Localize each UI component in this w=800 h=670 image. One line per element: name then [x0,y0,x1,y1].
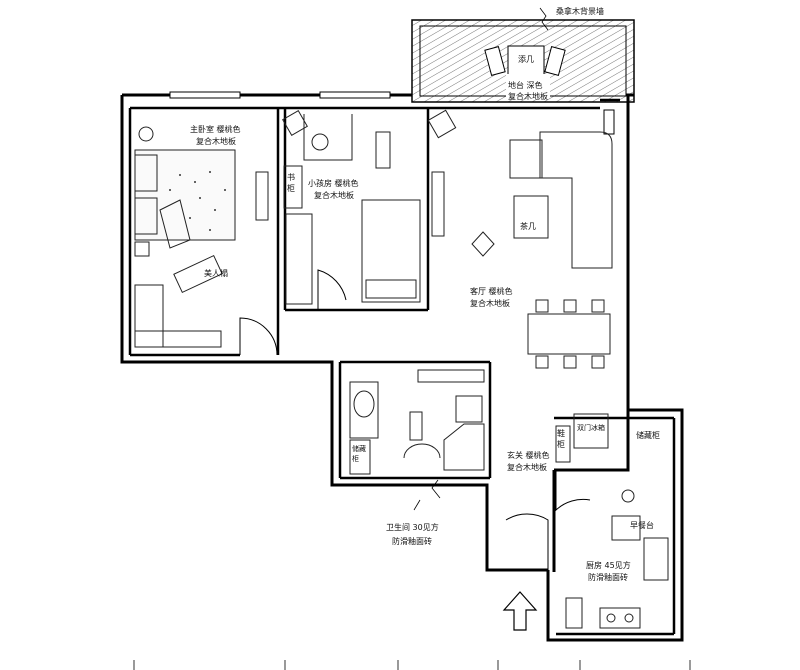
master-bedroom-label-line2: 复合木地板 [196,137,236,146]
living-room-furniture [431,131,613,369]
entrance-furniture [555,413,609,463]
balcony-label-line2: 复合木地板 [508,92,548,101]
master-bedroom-label-line1: 主卧室 樱桃色 [190,125,241,134]
beauty-chair-label: 美人榻 [204,269,228,278]
table-label: 添几 [518,55,534,64]
bathroom-label-line2: 防滑釉面砖 [392,537,432,546]
bed-pattern [169,171,226,231]
balcony-note-label: 桑拿木背景墙 [556,7,604,16]
kitchen-label-line2: 防滑釉面砖 [588,573,628,582]
dimension-ticks [133,660,691,670]
interior-walls [128,98,676,636]
living-room-label-line2: 复合木地板 [470,299,510,308]
shoe-cabinet-label: 鞋柜 [557,429,565,449]
ac-unit-icon [427,109,457,139]
windows [169,91,615,135]
kids-room-furniture [282,110,421,305]
leader-lines [413,479,441,511]
living-room-label-line1: 客厅 樱桃色 [470,287,513,296]
entrance-label-line1: 玄关 樱桃色 [507,451,550,460]
storage-label: 储藏柜 [636,431,660,440]
doors [239,269,591,572]
bathroom-label-line1: 卫生间 30见方 [386,523,439,532]
bookcase-label: 书柜 [287,173,295,193]
master-bedroom-furniture [134,126,269,348]
balcony-label-line1: 地台 深色 [508,81,543,90]
coffee-table-label: 茶几 [520,222,536,231]
kids-room-label-line2: 复合木地板 [314,191,354,200]
fridge-label: 双门冰箱 [577,424,605,432]
bathroom-fixtures [349,369,485,475]
breakfast-bar-label: 早餐台 [630,521,654,530]
compass-icon [471,231,495,257]
kids-room-label-line1: 小孩房 樱桃色 [308,179,359,188]
entrance-arrow-icon [502,591,538,631]
balcony [411,7,635,103]
bathroom-cabinet-label: 储藏柜 [352,445,366,463]
kitchen-fixtures [565,489,669,629]
kitchen-label-line1: 厨房 45见方 [586,561,631,570]
entrance-label-line2: 复合木地板 [507,463,547,472]
